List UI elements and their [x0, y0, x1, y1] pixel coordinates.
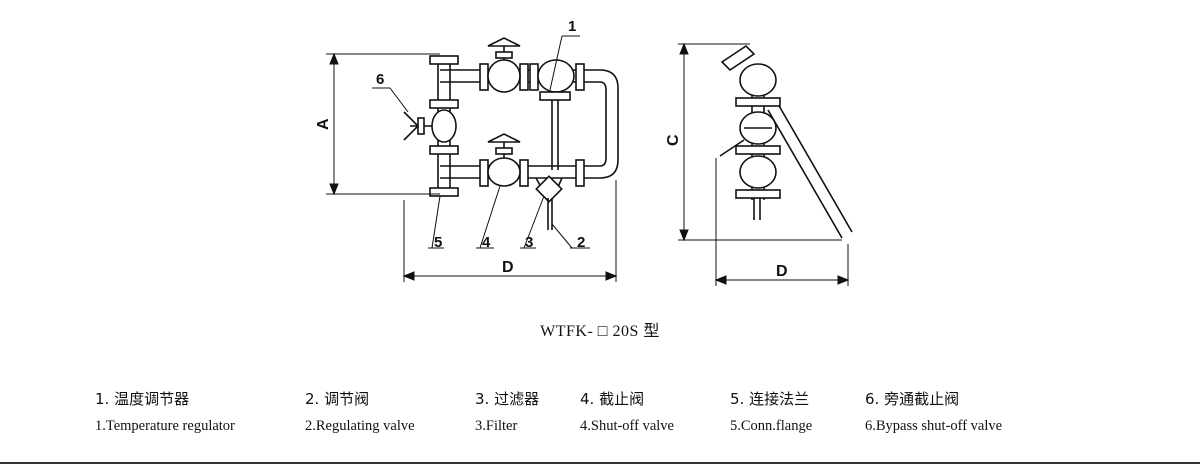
dimension-label-a: A: [315, 118, 332, 130]
side-view: [719, 44, 853, 239]
callout-5: 5: [434, 234, 442, 251]
dimension-d-front: [402, 180, 618, 282]
legend-zh-2: 2. 调节阀: [305, 390, 370, 408]
dimension-d-side: [714, 158, 850, 286]
callout-3: 3: [525, 234, 533, 251]
dimension-c: [678, 42, 842, 242]
callout-2: 2: [577, 234, 585, 251]
callout-1: 1: [568, 18, 576, 35]
callout-6: 6: [376, 71, 384, 88]
dimension-label-c: C: [665, 134, 682, 146]
legend-en-5: 5.Conn.flange: [730, 418, 813, 434]
legend-zh-5: 5. 连接法兰: [730, 390, 810, 408]
legend-zh-6: 6. 旁通截止阀: [865, 390, 960, 408]
legend-en-3: 3.Filter: [475, 418, 518, 434]
dimension-a: [326, 52, 440, 196]
callout-4: 4: [482, 234, 491, 251]
legend-zh-4: 4. 截止阀: [580, 390, 645, 408]
legend-zh-3: 3. 过滤器: [475, 390, 540, 408]
legend-en-2: 2.Regulating valve: [305, 418, 415, 434]
dimension-label-d-side: D: [776, 263, 788, 280]
bottom-divider: [0, 462, 1200, 464]
legend-en-6: 6.Bypass shut-off valve: [865, 418, 1003, 434]
front-view: [403, 37, 619, 230]
dimension-label-d-front: D: [502, 259, 514, 276]
legend-en-1: 1.Temperature regulator: [95, 418, 235, 434]
legend-en-4: 4.Shut-off valve: [580, 418, 674, 434]
legend-zh-1: 1. 温度调节器: [95, 390, 190, 408]
model-caption: WTFK- □ 20S 型: [540, 323, 660, 340]
parts-legend: 1. 温度调节器 2. 调节阀 3. 过滤器 4. 截止阀 5. 连接法兰 6.…: [0, 384, 1200, 444]
valve-assembly-drawing: 1 6 5 4 3 2 A C D D: [315, 18, 853, 286]
